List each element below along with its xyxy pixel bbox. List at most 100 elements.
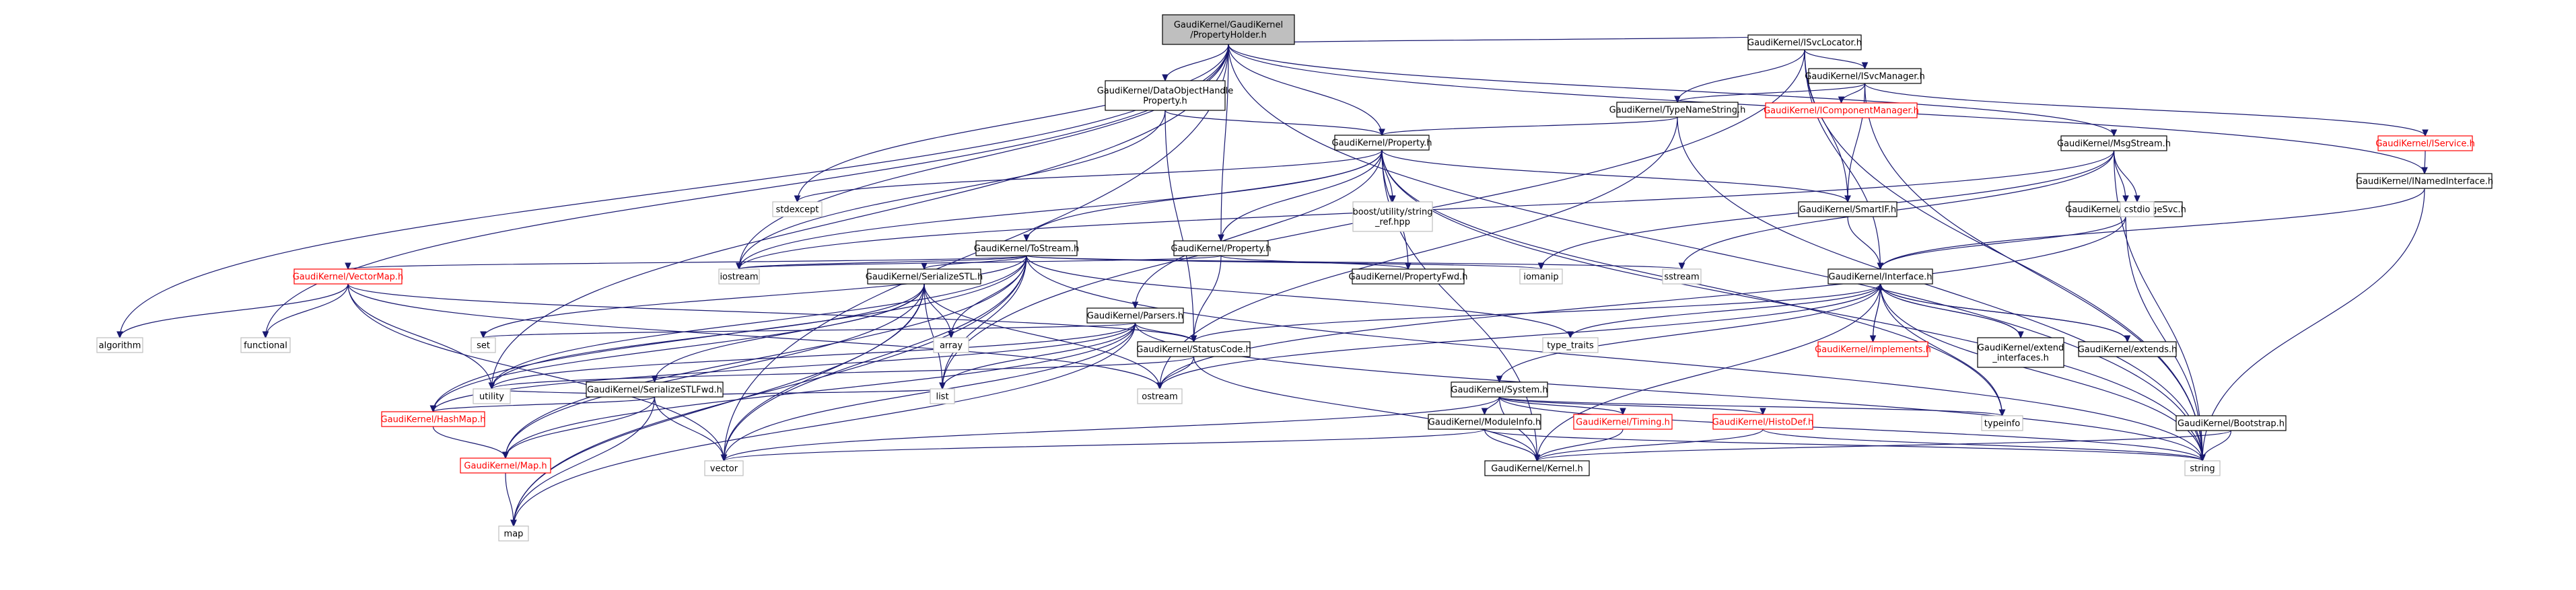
node-propertyfwd[interactable]: GaudiKernel/PropertyFwd.h	[1348, 268, 1468, 285]
node-box[interactable]	[975, 240, 1078, 256]
node-box[interactable]	[586, 381, 724, 398]
node-box[interactable]	[2357, 173, 2493, 189]
node-box[interactable]	[930, 388, 955, 404]
node-box[interactable]	[1827, 268, 1933, 285]
node-box[interactable]	[498, 525, 529, 542]
node-box[interactable]	[2060, 135, 2167, 151]
node-box[interactable]	[240, 337, 291, 353]
node-box[interactable]	[1519, 268, 1563, 285]
node-smartif[interactable]: GaudiKernel/SmartIF.h	[1798, 201, 1898, 217]
node-kernel[interactable]: GaudiKernel/Kernel.h	[1484, 460, 1590, 476]
node-statuscode[interactable]: GaudiKernel/StatusCode.h	[1136, 341, 1251, 357]
node-boostref[interactable]: boost/utility/string_ref.hpp	[1352, 201, 1433, 232]
node-msgstream[interactable]: GaudiKernel/MsgStream.h	[2057, 135, 2171, 151]
node-box[interactable]	[718, 268, 760, 285]
node-serializestlfwd[interactable]: GaudiKernel/SerializeSTLFwd.h	[586, 381, 724, 398]
node-box[interactable]	[1137, 388, 1183, 404]
node-iostream[interactable]: iostream	[718, 268, 760, 285]
node-box[interactable]	[1352, 268, 1465, 285]
node-box[interactable]	[473, 388, 511, 404]
node-property[interactable]: GaudiKernel/Property.h	[1332, 135, 1432, 151]
node-interface[interactable]: GaudiKernel/Interface.h	[1827, 268, 1933, 285]
node-box[interactable]	[1808, 68, 1922, 84]
node-typeinfo[interactable]: typeinfo	[1981, 415, 2023, 431]
node-box[interactable]	[1451, 381, 1548, 398]
node-stdexcept[interactable]: stdexcept	[772, 201, 823, 217]
node-box[interactable]	[96, 337, 143, 353]
node-algorithm[interactable]: algorithm	[96, 337, 143, 353]
node-box[interactable]	[1747, 34, 1862, 50]
node-typenamestring[interactable]: GaudiKernel/TypeNameString.h	[1609, 102, 1746, 118]
node-box[interactable]	[1162, 14, 1295, 45]
node-box[interactable]	[2078, 341, 2177, 357]
node-map[interactable]: map	[498, 525, 529, 542]
node-box[interactable]	[1137, 341, 1251, 357]
node-array[interactable]: array	[933, 337, 969, 353]
node-box[interactable]	[1173, 240, 1269, 256]
node-box[interactable]	[460, 457, 551, 474]
node-timing[interactable]: GaudiKernel/Timing.h	[1573, 414, 1673, 430]
node-moduleinfo[interactable]: GaudiKernel/ModuleInfo.h	[1428, 414, 1541, 430]
node-tostream[interactable]: GaudiKernel/ToStream.h	[974, 240, 1079, 256]
node-parsers[interactable]: GaudiKernel/Parsers.h	[1086, 307, 1184, 324]
node-vector[interactable]: vector	[704, 460, 744, 476]
node-box[interactable]	[2184, 460, 2221, 476]
node-box[interactable]	[1981, 415, 2023, 431]
node-extends[interactable]: GaudiKernel/extends.h	[2078, 341, 2178, 357]
node-cstdio[interactable]: cstdio	[2120, 201, 2155, 217]
node-bootstrap[interactable]: GaudiKernel/Bootstrap.h	[2175, 415, 2287, 431]
node-implements[interactable]: GaudiKernel/implements.h	[1815, 341, 1931, 357]
node-system[interactable]: GaudiKernel/System.h	[1451, 381, 1548, 398]
node-iservice[interactable]: GaudiKernel/IService.h	[2375, 135, 2475, 151]
node-sstream[interactable]: sstream	[1662, 268, 1702, 285]
node-box[interactable]	[1352, 201, 1433, 232]
node-box[interactable]	[933, 337, 969, 353]
node-box[interactable]	[1712, 414, 1813, 430]
arrowhead-isvcmanager-to-iservice	[2422, 129, 2429, 137]
node-box[interactable]	[1086, 307, 1184, 324]
node-box[interactable]	[1798, 201, 1898, 217]
node-typetraits[interactable]: type_traits	[1542, 337, 1599, 353]
node-extendinterfaces[interactable]: GaudiKernel/extend_interfaces.h	[1977, 337, 2064, 368]
node-box[interactable]	[1105, 80, 1226, 111]
node-isvcmanager[interactable]: GaudiKernel/ISvcManager.h	[1805, 68, 1925, 84]
node-box[interactable]	[1817, 341, 1928, 357]
node-isvclocator[interactable]: GaudiKernel/ISvcLocator.h	[1747, 34, 1862, 50]
node-box[interactable]	[1977, 337, 2064, 368]
node-box[interactable]	[293, 268, 403, 285]
node-inamedinterface[interactable]: GaudiKernel/INamedInterface.h	[2356, 173, 2493, 189]
node-box[interactable]	[772, 201, 823, 217]
node-hashmap[interactable]: GaudiKernel/HashMap.h	[381, 411, 486, 427]
node-box[interactable]	[1484, 460, 1590, 476]
node-gkproperty2[interactable]: GaudiKernel/Property.h	[1171, 240, 1272, 256]
node-box[interactable]	[1616, 102, 1739, 118]
node-ostream[interactable]: ostream	[1137, 388, 1183, 404]
node-serializestl[interactable]: GaudiKernel/SerializeSTL.h	[866, 268, 983, 285]
node-box[interactable]	[1765, 102, 1918, 118]
node-box[interactable]	[2120, 201, 2155, 217]
node-string[interactable]: string	[2184, 460, 2221, 476]
node-box[interactable]	[381, 411, 485, 427]
node-utility[interactable]: utility	[473, 388, 511, 404]
node-set[interactable]: set	[471, 337, 496, 353]
node-iomanip[interactable]: iomanip	[1519, 268, 1563, 285]
node-box[interactable]	[1428, 414, 1541, 430]
node-root[interactable]: GaudiKernel/GaudiKernel/PropertyHolder.h	[1162, 14, 1295, 45]
node-box[interactable]	[704, 460, 744, 476]
node-box[interactable]	[2175, 415, 2287, 431]
node-box[interactable]	[1334, 135, 1430, 151]
node-functional[interactable]: functional	[240, 337, 291, 353]
node-map_h[interactable]: GaudiKernel/Map.h	[460, 457, 551, 474]
node-box[interactable]	[1542, 337, 1599, 353]
node-icomponentmanager[interactable]: GaudiKernel/IComponentManager.h	[1764, 102, 1919, 118]
node-histodef[interactable]: GaudiKernel/HistoDef.h	[1712, 414, 1814, 430]
node-box[interactable]	[867, 268, 981, 285]
node-box[interactable]	[1662, 268, 1702, 285]
arrowhead-root-to-msgstream	[2110, 129, 2118, 137]
node-vectormap[interactable]: GaudiKernel/VectorMap.h	[293, 268, 404, 285]
node-box[interactable]	[1573, 414, 1673, 430]
node-box[interactable]	[2377, 135, 2473, 151]
node-box[interactable]	[471, 337, 496, 353]
node-list[interactable]: list	[930, 388, 955, 404]
